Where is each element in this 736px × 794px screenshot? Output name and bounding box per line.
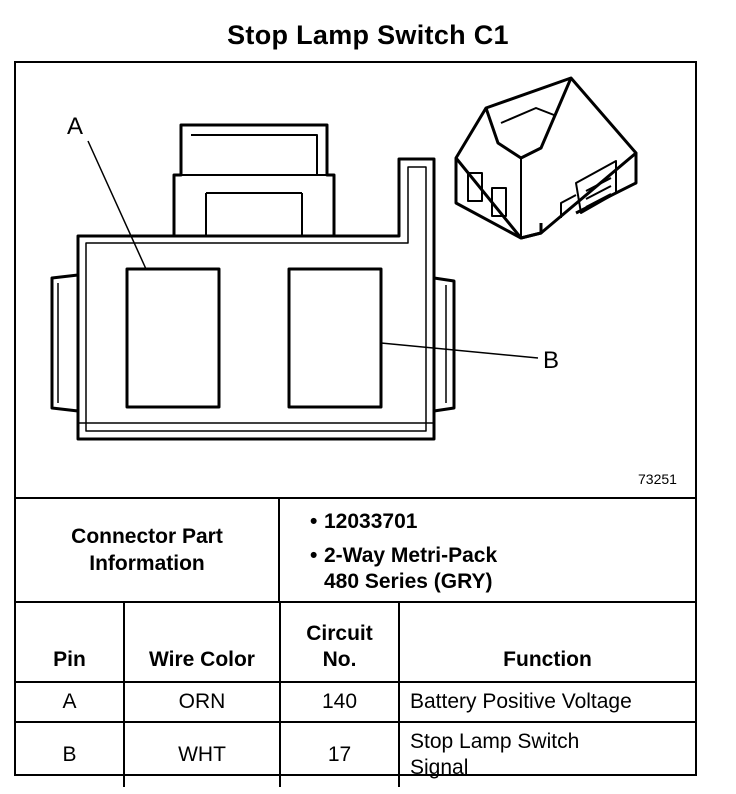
pin-table-header: Pin Wire Color Circuit No. Function [16,601,695,683]
connector-drawing-area: A B 73251 [16,63,695,497]
connector-face-drawing [50,76,638,441]
circuit-cell: 140 [279,681,400,723]
circuit-cell: 17 [279,721,400,787]
pin-cell: B [16,721,125,787]
pin-cell: A [16,681,125,723]
function-cell: Stop Lamp Switch Signal [398,721,695,787]
wire-color-cell: WHT [123,721,281,787]
connector-info-row: Connector Part Information • 12033701 • … [16,497,695,601]
wire-color-cell: ORN [123,681,281,723]
bullet-icon: • [310,544,318,567]
leader-line-b [380,342,539,359]
callout-a: A [67,113,84,140]
header-function: Function [398,601,695,683]
connector-description: 2-Way Metri-Pack 480 Series (GRY) [324,544,498,593]
table-row: A ORN 140 Battery Positive Voltage [16,681,695,723]
diagram-title: Stop Lamp Switch C1 [227,20,509,50]
callout-b: B [543,347,560,374]
header-pin: Pin [16,601,125,683]
bullet-icon: • [310,510,318,533]
connector-part-number: 12033701 [324,510,418,533]
connector-body [76,157,436,441]
connector-iso-view [454,76,638,240]
header-wire-color: Wire Color [123,601,281,683]
connector-left-ear [50,273,79,413]
connector-right-ear [433,276,456,413]
terminal-cavity-b [287,267,383,409]
connector-info-list: • 12033701 • 2-Way Metri-Pack 480 Series… [280,499,695,601]
connector-latch [172,123,336,238]
function-cell: Battery Positive Voltage [398,681,695,723]
terminal-cavity-a [125,267,221,409]
header-circuit: Circuit No. [279,601,400,683]
leader-line-a [87,140,147,270]
figure-number: 73251 [638,471,677,487]
connector-info-label: Connector Part Information [16,499,280,601]
table-row: B WHT 17 Stop Lamp Switch Signal [16,721,695,787]
pin-table: Pin Wire Color Circuit No. Function A OR… [16,601,695,787]
connector-frame: A B 73251 Connector Part Information • 1… [14,61,697,787]
